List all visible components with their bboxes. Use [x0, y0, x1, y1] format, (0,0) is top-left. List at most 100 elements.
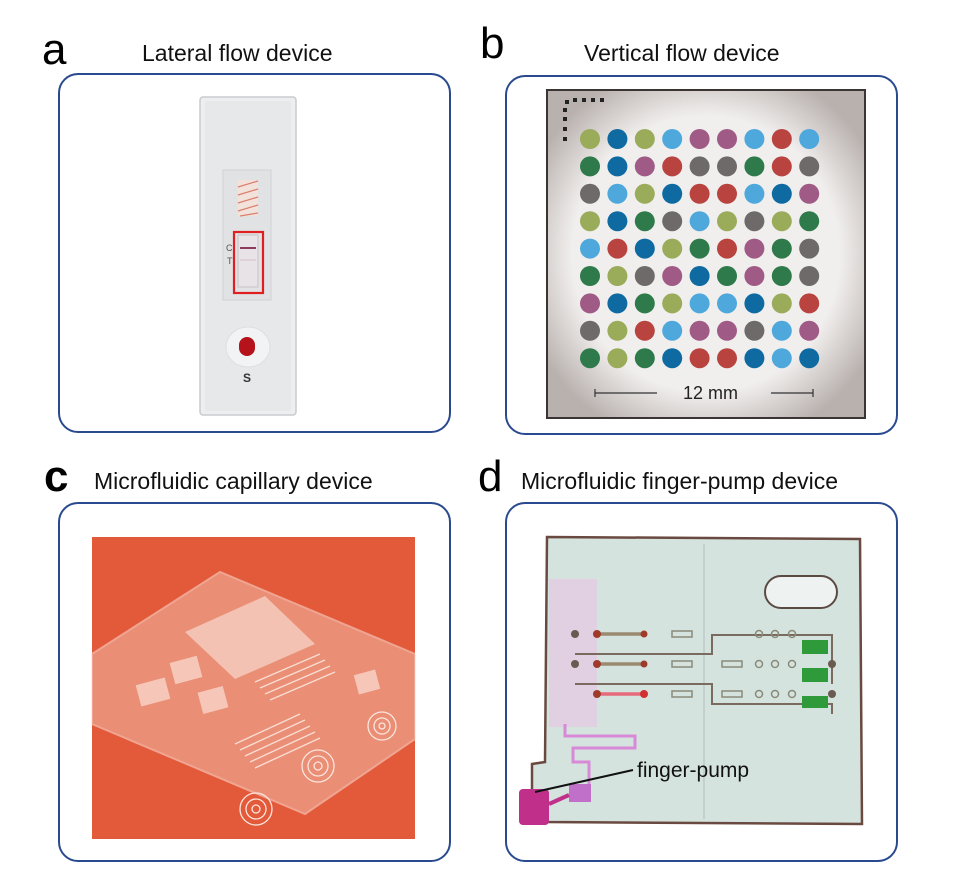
- scale-label: 12 mm: [683, 383, 738, 403]
- registration-mark: [573, 98, 577, 102]
- test-spot: [662, 129, 683, 149]
- test-spot: [634, 238, 655, 259]
- test-spot: [607, 293, 628, 314]
- test-spot: [771, 156, 792, 177]
- sample-label: S: [243, 371, 251, 385]
- test-spot: [634, 183, 655, 204]
- test-spot: [689, 348, 710, 369]
- test-spot: [689, 293, 710, 314]
- test-spot: [607, 156, 628, 177]
- test-spot: [634, 211, 655, 232]
- sample-pad-hatching: [237, 180, 259, 217]
- test-spot: [662, 183, 683, 204]
- test-spot: [662, 348, 683, 369]
- test-spot: [799, 320, 820, 341]
- test-spot: [799, 183, 820, 204]
- result-window-highlight: [232, 230, 265, 295]
- lateral-flow-device-illustration: C T S: [199, 96, 297, 416]
- test-spot: [580, 238, 600, 259]
- pump-chamber: [569, 784, 591, 802]
- detection-chambers: [802, 640, 828, 708]
- test-spot: [771, 293, 792, 314]
- test-spot: [799, 129, 820, 149]
- sample-drop: [239, 337, 255, 356]
- test-spot: [771, 183, 792, 204]
- panel-b-letter: b: [480, 19, 505, 68]
- test-spot: [607, 183, 628, 204]
- test-spot: [689, 129, 710, 149]
- registration-mark: [563, 137, 567, 141]
- test-spot: [662, 211, 683, 232]
- test-spot: [634, 266, 655, 286]
- test-spot: [634, 293, 655, 314]
- test-spot: [771, 266, 792, 286]
- test-spot: [799, 238, 820, 259]
- test-spot: [771, 211, 792, 232]
- test-spot: [580, 293, 600, 314]
- glass-chip: [91, 570, 416, 826]
- result-window: [237, 234, 259, 288]
- test-spot: [799, 156, 820, 177]
- test-spot: [771, 238, 792, 259]
- test-spot: [717, 156, 737, 177]
- test-spot: [607, 238, 628, 259]
- finger-pump-bulb: [519, 789, 549, 825]
- panel-b-frame: 12 mm: [505, 75, 898, 435]
- test-spot: [744, 348, 765, 369]
- test-spot: [662, 266, 683, 286]
- panel-c-letter: c: [44, 452, 69, 501]
- test-spot: [771, 348, 792, 369]
- finger-pump-label: finger-pump: [637, 759, 749, 782]
- test-spot: [717, 293, 737, 314]
- panel-c-frame: [58, 502, 451, 862]
- test-spot: [717, 348, 737, 369]
- capillary-device-illustration: [91, 537, 416, 839]
- test-spot: [717, 183, 737, 204]
- test-spot: [744, 156, 765, 177]
- test-spot: [662, 320, 683, 341]
- test-spot-grid: [580, 129, 820, 369]
- test-spot: [580, 320, 600, 341]
- vertical-flow-device-illustration: 12 mm: [546, 89, 866, 419]
- test-spot: [744, 238, 765, 259]
- test-spot: [634, 348, 655, 369]
- panel-d-title: Microfluidic finger-pump device: [521, 468, 839, 494]
- panel-d-letter: d: [478, 452, 503, 501]
- test-spot: [799, 293, 820, 314]
- test-spot: [771, 129, 792, 149]
- test-spot: [717, 238, 737, 259]
- test-spot: [689, 156, 710, 177]
- test-spot: [634, 129, 655, 149]
- test-spot: [744, 266, 765, 286]
- registration-mark: [563, 127, 567, 131]
- test-spot: [717, 129, 737, 149]
- test-spot: [717, 320, 737, 341]
- finger-pump-device-illustration: finger-pump: [519, 535, 864, 826]
- test-spot: [689, 320, 710, 341]
- panel-a-title: Lateral flow device: [142, 40, 333, 66]
- callout-line: [534, 769, 634, 793]
- finger-pump-connector: [548, 793, 570, 806]
- test-spot: [580, 129, 600, 149]
- test-spot: [717, 266, 737, 286]
- test-spot: [580, 156, 600, 177]
- test-spot: [634, 156, 655, 177]
- test-spot: [744, 211, 765, 232]
- test-spot: [799, 348, 820, 369]
- test-spot: [580, 266, 600, 286]
- test-spot: [744, 293, 765, 314]
- test-spot: [607, 266, 628, 286]
- panel-c-title: Microfluidic capillary device: [94, 468, 373, 494]
- pump-channel: [563, 724, 637, 794]
- test-spot: [799, 266, 820, 286]
- test-spot: [689, 183, 710, 204]
- test-spot: [662, 156, 683, 177]
- panel-a-letter: a: [42, 25, 67, 74]
- control-label: C: [226, 243, 233, 253]
- test-spot: [607, 129, 628, 149]
- panel-b-title: Vertical flow device: [584, 40, 780, 66]
- test-spot: [799, 211, 820, 232]
- test-spot: [744, 320, 765, 341]
- test-label: T: [227, 256, 233, 266]
- test-spot: [607, 320, 628, 341]
